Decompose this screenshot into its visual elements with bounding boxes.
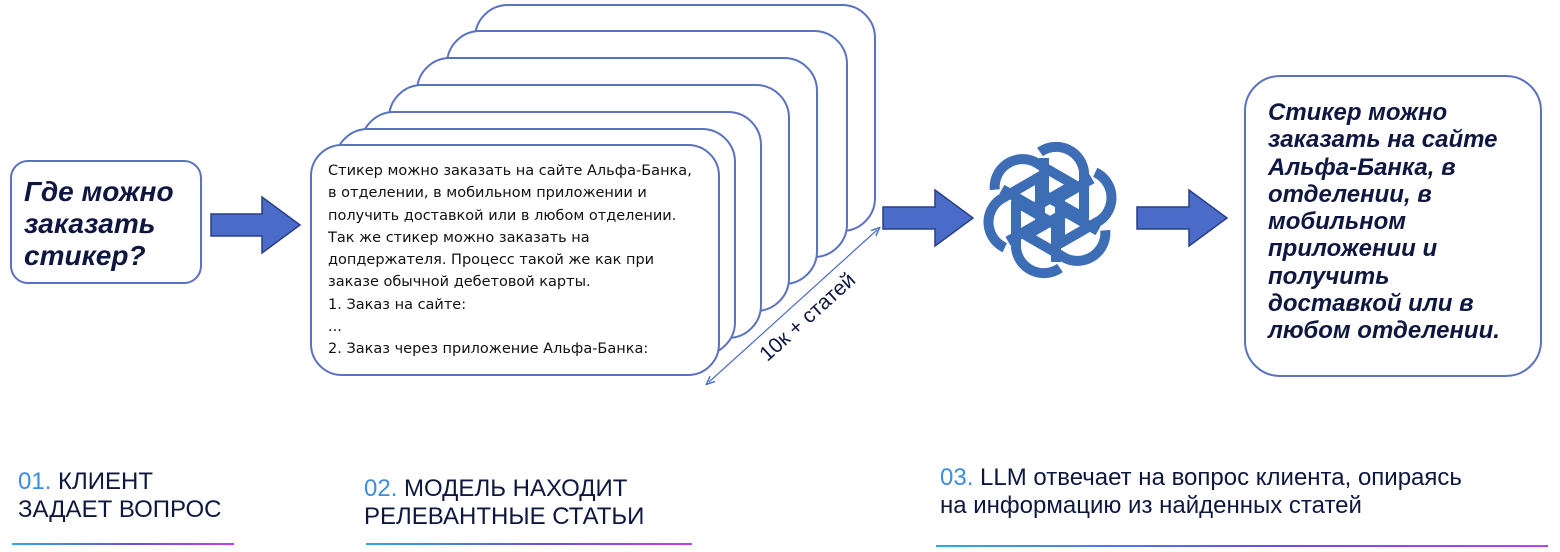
step-3-line: LLM отвечает на вопрос клиента, опираясь (980, 464, 1462, 491)
step-1-line: КЛИЕНТ (58, 468, 154, 495)
step-3-caption: 03. LLM отвечает на вопрос клиента, опир… (940, 464, 1462, 520)
answer-line: Стикер можно (1268, 99, 1448, 126)
step-2-line: МОДЕЛЬ НАХОДИТ (404, 475, 628, 502)
answer-line: Альфа-Банка, в (1268, 153, 1456, 181)
answer-line: приложении и (1268, 235, 1438, 263)
article-line: 1. Заказ на сайте: (328, 296, 467, 313)
step-2-underline (366, 543, 692, 545)
question-line: Где можно (24, 176, 174, 207)
answer-line: заказать на сайте (1268, 126, 1498, 154)
article-line: в отделении, в мобильном приложении и (328, 185, 647, 202)
question-line: заказать (24, 208, 156, 239)
step-1-caption: 01. КЛИЕНТ ЗАДАЕТ ВОПРОС (18, 468, 222, 524)
right-arrow-icon (210, 195, 302, 255)
step-2-number: 02. (364, 475, 398, 502)
step-2-line: РЕЛЕВАНТНЫЕ СТАТЬИ (364, 503, 645, 530)
answer-line: любом отделении. (1268, 317, 1500, 345)
article-line: Так же стикер можно заказать на (328, 229, 590, 246)
question-box: Где можно заказать стикер? (10, 160, 202, 284)
answer-line: мобильном (1268, 208, 1407, 236)
step-1-number: 01. (18, 468, 52, 495)
right-arrow-icon (1136, 188, 1229, 248)
openai-logo-icon (983, 141, 1117, 279)
answer-line: доставкой или в (1268, 290, 1474, 318)
answer-line: отделении, в (1268, 180, 1432, 208)
article-line: Стикер можно заказать на сайте Альфа-Бан… (328, 163, 692, 179)
article-line: 2. Заказ через приложение Альфа-Банка: (328, 341, 649, 358)
article-line: допдержателя. Процесс такой же как при (328, 252, 655, 269)
article-line: заказе обычной дебетовой карты. (328, 274, 591, 291)
question-line: стикер? (24, 240, 146, 271)
answer-line: получить (1268, 262, 1390, 290)
article-card-front: Стикер можно заказать на сайте Альфа-Бан… (310, 144, 720, 376)
step-2-caption: 02. МОДЕЛЬ НАХОДИТ РЕЛЕВАНТНЫЕ СТАТЬИ (364, 475, 644, 531)
step-1-line: ЗАДАЕТ ВОПРОС (18, 496, 222, 523)
right-arrow-icon (882, 188, 975, 248)
article-count-label: 10к + статей (755, 268, 860, 366)
count-dimension-line (709, 230, 877, 382)
article-line: ... (328, 319, 342, 336)
step-3-number: 03. (940, 464, 974, 491)
article-line: получить доставкой или в любом отделении… (328, 207, 677, 224)
answer-box: Стикер можно заказать на сайте Альфа-Бан… (1244, 75, 1542, 377)
step-3-underline (936, 545, 1548, 547)
step-3-line: на информацию из найденных статей (940, 492, 1362, 519)
step-1-underline (12, 543, 234, 545)
